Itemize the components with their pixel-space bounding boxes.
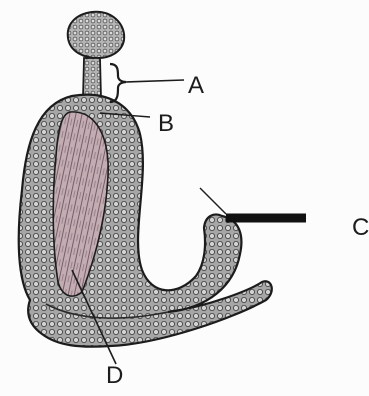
label-a: A <box>188 74 204 98</box>
head-region <box>68 12 124 58</box>
neck-region <box>83 58 101 98</box>
pointer-a-line <box>126 80 184 82</box>
pointer-a <box>110 64 126 102</box>
label-d: D <box>106 364 123 388</box>
label-b: B <box>158 112 174 136</box>
label-c: C <box>352 216 369 240</box>
pointer-c-thin <box>200 188 226 214</box>
